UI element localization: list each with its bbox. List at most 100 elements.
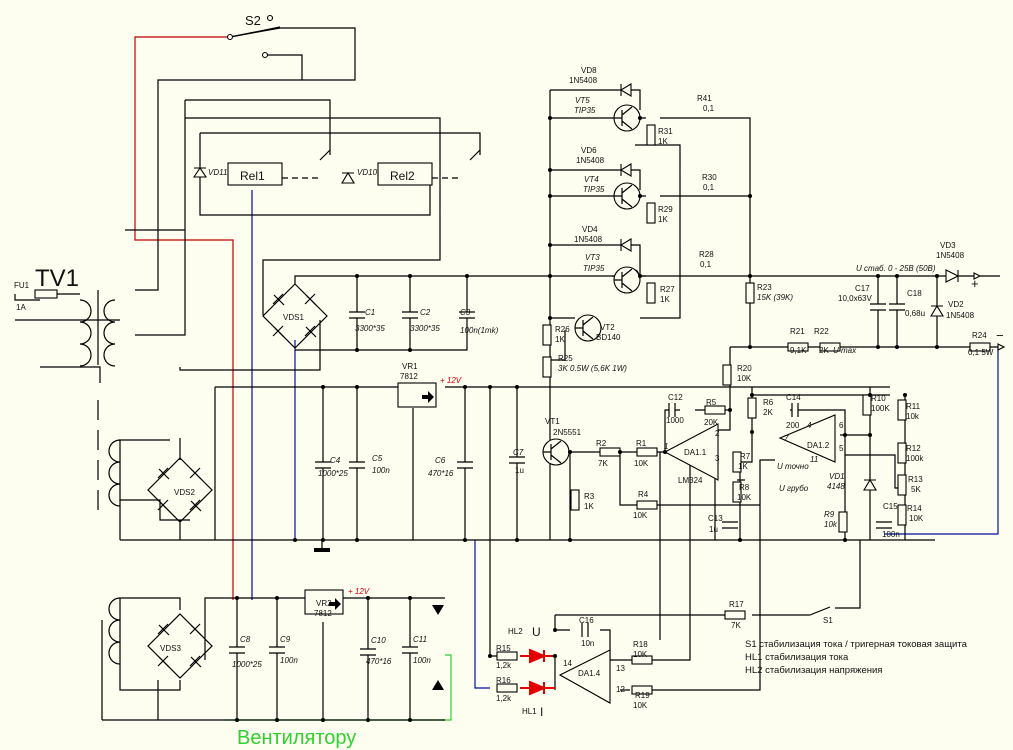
pin-11: 11	[810, 455, 818, 464]
junction-dot	[408, 274, 412, 278]
r30-value: 0,1	[703, 183, 715, 192]
r19-label: R19	[635, 691, 650, 700]
regulator-vr2	[304, 589, 344, 615]
r14-value: 10K	[909, 514, 924, 523]
c17-capacitor	[870, 303, 886, 311]
relay-wire-red	[134, 36, 234, 600]
pin-2: 2	[715, 429, 720, 438]
junction-dot	[638, 274, 642, 278]
junction-dot	[868, 393, 872, 397]
sense-wire-blue-left	[251, 190, 296, 600]
junction-dot	[548, 243, 552, 247]
vd6-diode	[619, 163, 632, 177]
fan-connector-icon	[432, 605, 444, 690]
r21-label: R21	[790, 327, 805, 336]
c7-value: 1u	[515, 466, 524, 475]
r1-label: R1	[636, 439, 647, 448]
opamp-da1-1	[663, 423, 719, 481]
bridge-vds1	[262, 283, 328, 349]
r28-label: R28	[699, 250, 714, 259]
r15-resistor	[496, 651, 518, 661]
c7-capacitor	[509, 456, 525, 464]
bridge-vds3-diode-2	[189, 623, 202, 636]
vt3-label: VT3	[585, 253, 600, 262]
r26-label: R26	[555, 325, 570, 334]
bridge-vds2-diode-2	[189, 467, 202, 480]
c7-gap	[508, 457, 526, 463]
vd8-diode	[619, 83, 632, 97]
c4-gap	[314, 462, 332, 468]
r19-value: 10K	[633, 701, 648, 710]
c5-label: C5	[372, 454, 383, 463]
vr2-arrow-icon	[329, 598, 341, 610]
junction-dot	[895, 274, 899, 278]
r25-label: R25	[558, 354, 573, 363]
junction-dot	[748, 194, 752, 198]
junction-dot	[935, 345, 939, 349]
junction-dot	[568, 450, 572, 454]
r4-label: R4	[638, 490, 649, 499]
c18-gap	[888, 304, 906, 310]
r20-value: 10K	[737, 374, 752, 383]
relay2-label: Rel2	[390, 169, 415, 183]
junction-dot	[553, 654, 557, 658]
pin-4: 4	[807, 421, 812, 430]
junction-dot	[321, 538, 325, 542]
r22-resistor	[819, 342, 841, 352]
r26-value: 1K	[555, 335, 565, 344]
hl1-label: HL1	[522, 707, 537, 716]
vd1-value: 4148	[827, 482, 845, 491]
r29-resistor	[646, 202, 656, 224]
r2-label: R2	[596, 439, 607, 448]
c1-capacitor	[349, 311, 365, 319]
vr2-output-label: + 12V	[348, 587, 370, 596]
r22-label: R22	[814, 327, 829, 336]
junction-dot	[275, 718, 279, 722]
r3-resistor	[570, 489, 580, 511]
junction-dot	[548, 274, 552, 278]
junction-dot	[321, 385, 325, 389]
c6-capacitor	[457, 461, 473, 469]
c1-label: C1	[365, 308, 375, 317]
relay-rel2	[377, 162, 433, 186]
c15-gap	[875, 522, 893, 528]
junction-dot	[748, 345, 752, 349]
r7-value: 1K	[738, 462, 748, 471]
c3-gap	[458, 312, 476, 318]
r6-label: R6	[763, 398, 774, 407]
r6-value: 2K	[763, 408, 773, 417]
r9-resistor	[838, 511, 848, 533]
c10-gap	[359, 649, 377, 655]
c2-label: C2	[420, 308, 431, 317]
pin-12: 12	[616, 685, 625, 694]
r13-value: 5K	[911, 485, 921, 494]
vd3-diode	[945, 269, 960, 283]
vd8-label: VD8	[581, 66, 597, 75]
vd11-diode	[192, 167, 208, 178]
r8-resistor	[732, 481, 742, 503]
led-hl2	[520, 648, 555, 664]
junction-dot	[638, 116, 642, 120]
junction-dot	[515, 538, 519, 542]
c12-gap	[669, 402, 675, 418]
vd11-label: VD11	[208, 168, 227, 177]
c15-value: 100n	[882, 530, 900, 539]
vt4-value: TIP35	[583, 185, 605, 194]
junction-dot	[463, 538, 467, 542]
tv1-primary-coil	[79, 299, 92, 367]
junction-dot	[895, 345, 899, 349]
r41-value: 0,1	[703, 104, 715, 113]
c11-gap	[401, 647, 419, 653]
r13-resistor	[897, 474, 907, 496]
c9-value: 100n	[280, 656, 298, 665]
c11-value: 100n	[413, 656, 431, 665]
r31-value: 1K	[658, 137, 668, 146]
vds1-label: VDS1	[283, 313, 304, 322]
r6-resistor	[747, 397, 757, 419]
r19-resistor	[631, 685, 653, 695]
junction-dot	[548, 116, 552, 120]
junction-dot	[293, 538, 297, 542]
vt3-value: TIP35	[583, 264, 605, 273]
r27-value: 1K	[660, 295, 670, 304]
